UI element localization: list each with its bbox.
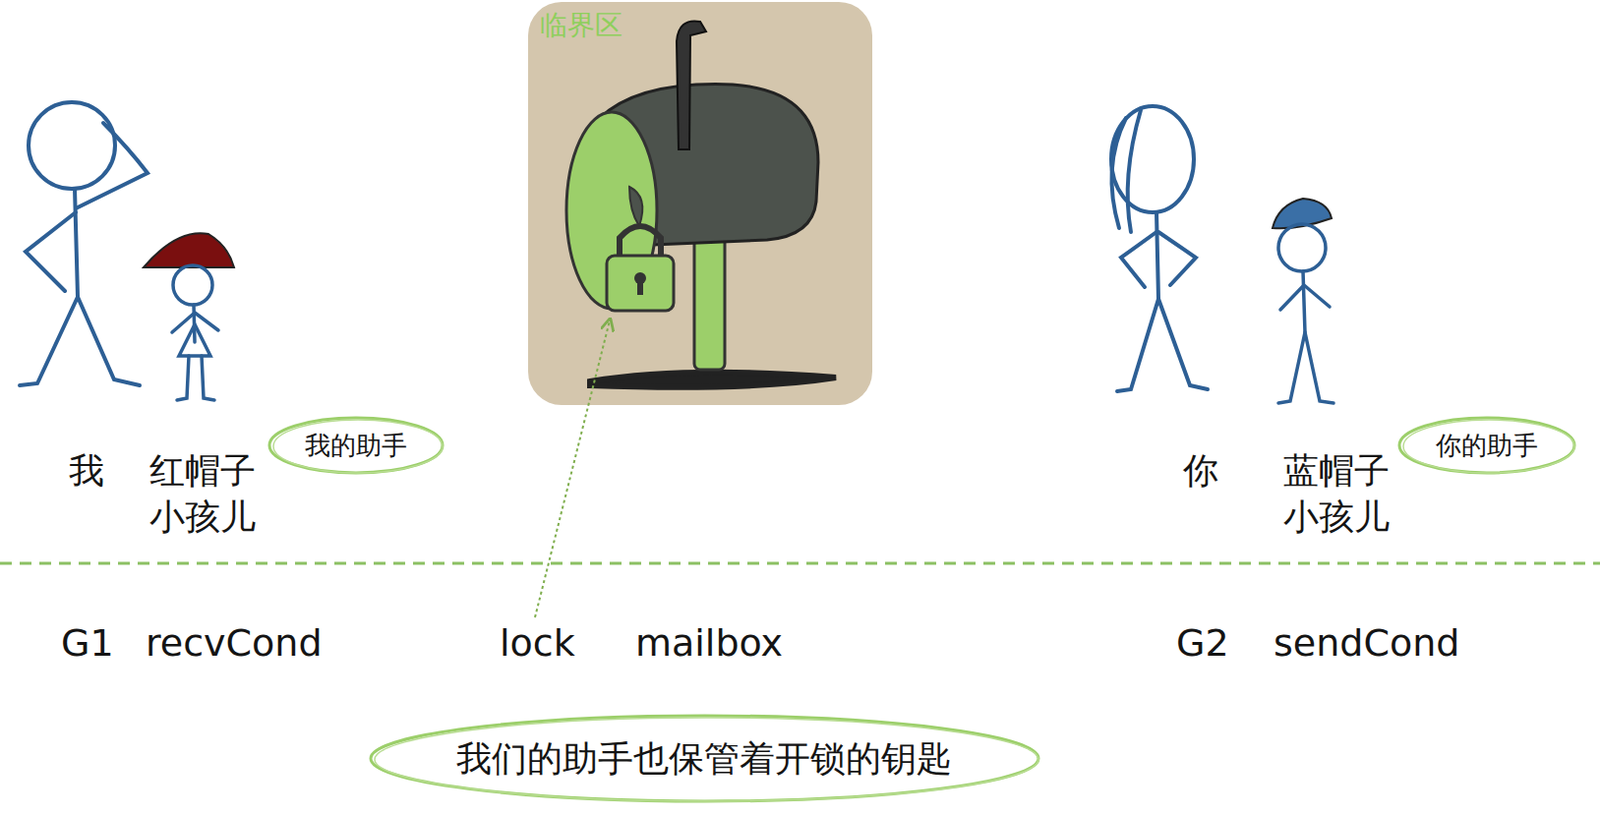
person-label: 你 xyxy=(1183,448,1219,495)
separator-line xyxy=(0,562,1600,566)
lock-label: lock xyxy=(499,619,576,668)
cond-label: sendCond xyxy=(1273,619,1460,668)
mailbox-illustration xyxy=(566,20,836,387)
panel-ground xyxy=(528,1,873,406)
helper-bubble: 我的助手 xyxy=(266,414,446,476)
bubble-text: 我们的助手也保管着开锁的钥匙 xyxy=(456,736,952,781)
panel-heading: 临界区 xyxy=(539,7,873,43)
helper-bubble: 你的助手 xyxy=(1396,414,1578,476)
goroutine-label: G1 xyxy=(60,619,115,668)
stick-figure xyxy=(19,102,148,386)
cond-label: recvCond xyxy=(145,619,323,668)
person-label: 红帽子 小孩儿 xyxy=(149,448,267,541)
note-bubble: 我们的助手也保管着开锁的钥匙 xyxy=(367,712,1042,805)
person-label: 我 xyxy=(68,448,105,495)
mailbox-label: mailbox xyxy=(635,619,783,668)
bubble-text: 我的助手 xyxy=(304,429,408,463)
stick-figure xyxy=(143,233,235,401)
critical-section-panel: 临界区 xyxy=(528,1,873,406)
person-label: 蓝帽子 小孩儿 xyxy=(1283,448,1401,541)
stick-figure xyxy=(1272,198,1334,404)
goroutine-label: G2 xyxy=(1176,619,1230,668)
stick-figure xyxy=(1111,106,1208,392)
leader-arrow xyxy=(534,320,610,618)
bubble-text: 你的助手 xyxy=(1435,429,1539,463)
